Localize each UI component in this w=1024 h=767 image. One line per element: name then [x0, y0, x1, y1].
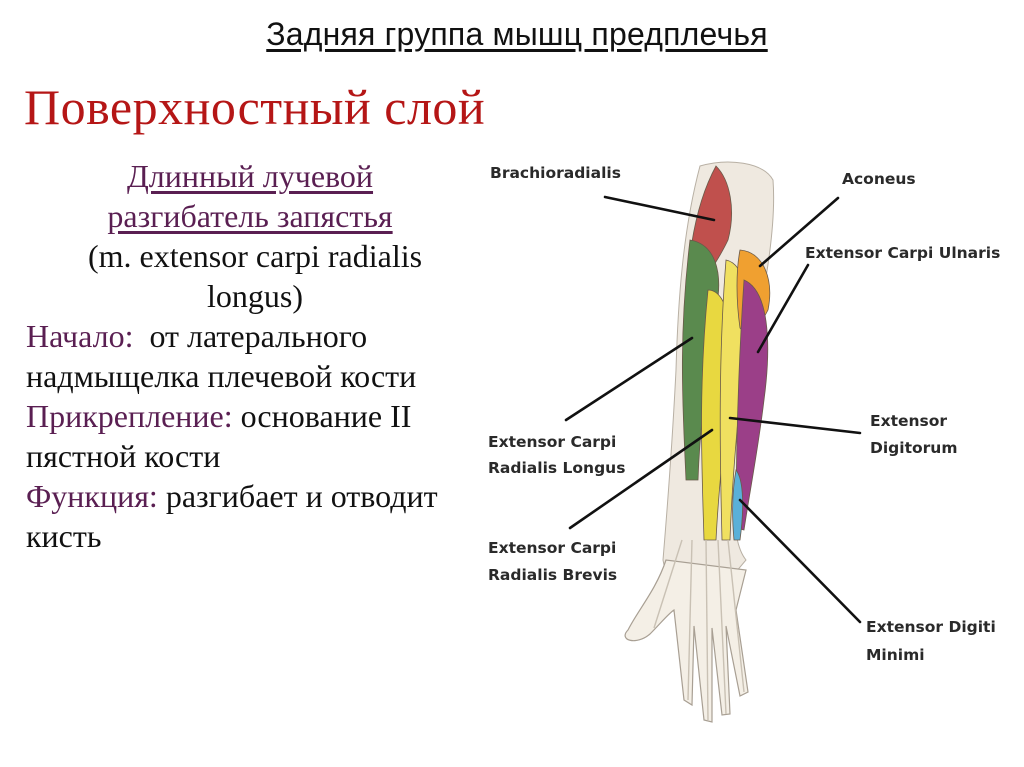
origin-label: Начало:: [26, 318, 134, 354]
label-ecrb-line1: Extensor Carpi: [488, 539, 616, 557]
slide-title: Задняя группа мышц предплечья: [266, 16, 768, 52]
muscle-name-line1: Длинный лучевой: [126, 158, 374, 194]
label-brachioradialis: Brachioradialis: [490, 164, 621, 182]
label-ecrl-line1: Extensor Carpi: [488, 433, 616, 451]
label-edm-line1: Extensor Digiti: [866, 618, 996, 636]
label-ecrl-line2: Radialis Longus: [488, 459, 625, 477]
leader-lines: [564, 195, 862, 624]
muscle-name: Длинный лучевой разгибатель запястья: [10, 156, 490, 236]
label-ed-line2: Digitorum: [870, 439, 957, 457]
insertion-text: основание II пястной кости: [26, 398, 412, 474]
label-edm-line2: Minimi: [866, 646, 925, 664]
forearm-diagram: Brachioradialis Aconeus Extensor Carpi U…: [488, 161, 1000, 723]
origin-text: от латерального надмыщелка плечевой кост…: [26, 318, 417, 394]
leader-ecrl: [564, 336, 694, 422]
function-field: Функция: разгибает и отводит кисть: [0, 476, 490, 556]
leader-edm: [738, 498, 862, 624]
tendon-lines: [653, 539, 745, 721]
function-text: разгибает и отводит кисть: [26, 478, 438, 554]
label-ecu: Extensor Carpi Ulnaris: [805, 244, 1000, 262]
label-ecrb-line2: Radialis Brevis: [488, 566, 617, 584]
muscle-name-line2: разгибатель запястья: [107, 198, 393, 234]
forearm-illustration: Brachioradialis Aconeus Extensor Carpi U…: [478, 140, 1024, 767]
edm-muscle: [732, 469, 744, 541]
latin-name: (m. extensor carpi radialis longus): [20, 236, 490, 316]
label-aconeus: Aconeus: [842, 170, 916, 188]
hand-outline: [624, 559, 749, 723]
leader-ecu: [756, 263, 810, 354]
latin-name-line1: (m. extensor carpi radialis: [87, 238, 423, 274]
label-ed-line1: Extensor: [870, 412, 947, 430]
function-label: Функция:: [26, 478, 158, 514]
origin-field: Начало: от латерального надмыщелка плече…: [0, 316, 490, 396]
leader-aconeus: [758, 196, 840, 268]
ecu-muscle: [735, 279, 769, 531]
muscle-description: Длинный лучевой разгибатель запястья (m.…: [0, 156, 490, 556]
slide-subtitle: Поверхностный слой: [24, 79, 486, 135]
leader-ed: [728, 416, 862, 435]
leader-ecrb: [568, 428, 714, 530]
insertion-field: Прикрепление: основание II пястной кости: [0, 396, 490, 476]
insertion-label: Прикрепление:: [26, 398, 233, 434]
latin-name-line2: longus): [207, 278, 303, 314]
leader-brachioradialis: [603, 195, 716, 222]
